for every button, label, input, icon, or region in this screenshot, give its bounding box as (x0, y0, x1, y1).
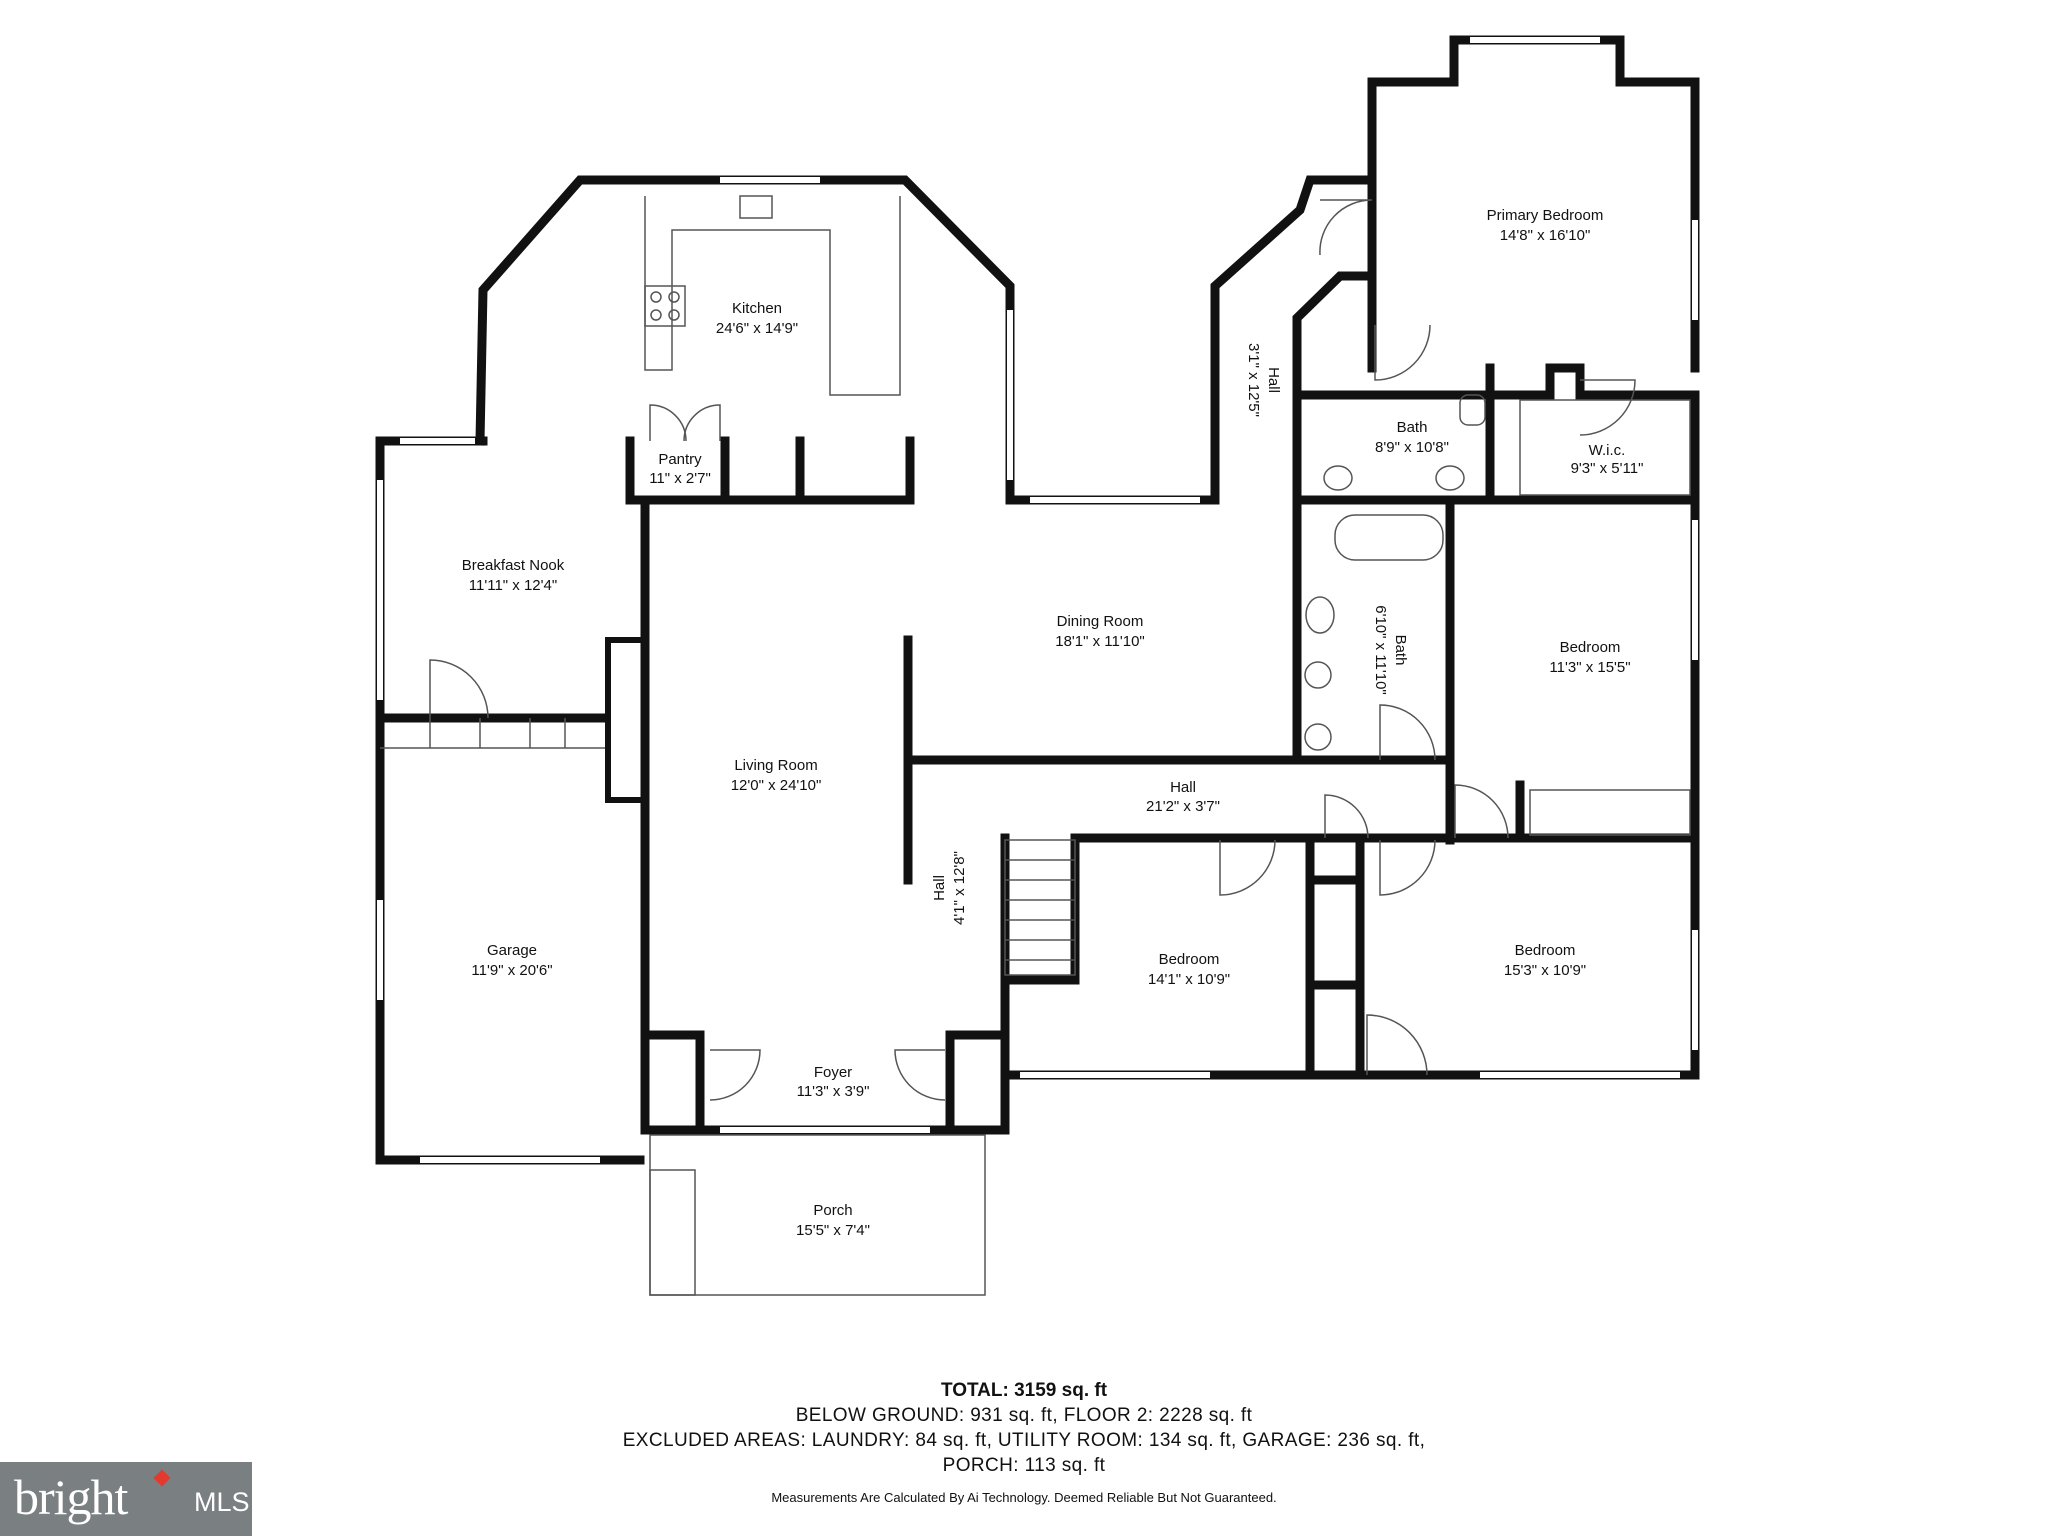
bed-m-name: Bedroom (1159, 951, 1220, 968)
summary-line-3: PORCH: 113 sq. ft (942, 1455, 1106, 1476)
room-labels: Kitchen 24'6" x 14'9" Pantry 11" x 2'7" … (462, 207, 1644, 1239)
foyer-dim: 11'3" x 3'9" (797, 1083, 870, 1100)
bed-se-name: Bedroom (1515, 942, 1576, 959)
pantry-name: Pantry (658, 451, 702, 468)
bed-e-name: Bedroom (1560, 639, 1621, 656)
logo-accent-icon (153, 1469, 171, 1487)
dining-name: Dining Room (1057, 613, 1144, 630)
garage-dim: 11'9" x 20'6" (471, 962, 552, 979)
primary-dim: 14'8" x 16'10" (1500, 227, 1591, 244)
hall-v-dim: 4'1" x 12'8" (951, 851, 968, 925)
kitchen-dim: 24'6" x 14'9" (716, 320, 798, 337)
bath2-dim: 6'10" x 11'10" (1372, 605, 1389, 695)
hall-main-name: Hall (1170, 779, 1196, 796)
wic-dim: 9'3" x 5'11" (1571, 460, 1644, 477)
wic-name: W.i.c. (1589, 442, 1626, 459)
logo-suffix: MLS (194, 1487, 250, 1517)
hall-v-name: Hall (931, 875, 948, 901)
summary-total: TOTAL: 3159 sq. ft (940, 1380, 1108, 1401)
porch-dim: 15'5" x 7'4" (796, 1222, 870, 1239)
bath1-name: Bath (1397, 419, 1428, 436)
foyer-name: Foyer (814, 1064, 852, 1081)
fixtures (377, 37, 1698, 1296)
nook-name: Breakfast Nook (462, 557, 565, 574)
bright-mls-logo: bright MLS (0, 1462, 252, 1536)
summary-line-1: BELOW GROUND: 931 sq. ft, FLOOR 2: 2228 … (795, 1405, 1253, 1426)
bed-e-dim: 11'3" x 15'5" (1549, 659, 1630, 676)
disclaimer: Measurements Are Calculated By Ai Techno… (771, 1490, 1277, 1505)
bath1-dim: 8'9" x 10'8" (1375, 439, 1449, 456)
dining-dim: 18'1" x 11'10" (1055, 633, 1145, 650)
kitchen-name: Kitchen (732, 300, 782, 317)
bed-m-dim: 14'1" x 10'9" (1148, 971, 1230, 988)
primary-name: Primary Bedroom (1487, 207, 1604, 224)
porch-name: Porch (813, 1202, 852, 1219)
hall-main-dim: 21'2" x 3'7" (1146, 798, 1220, 815)
living-name: Living Room (734, 757, 817, 774)
bath2-name: Bath (1392, 635, 1409, 666)
pantry-dim: 11" x 2'7" (649, 470, 711, 487)
summary-line-2: EXCLUDED AREAS: LAUNDRY: 84 sq. ft, UTIL… (622, 1430, 1426, 1451)
bed-se-dim: 15'3" x 10'9" (1504, 962, 1586, 979)
living-dim: 12'0" x 24'10" (731, 777, 822, 794)
hall-top-dim: 3'1" x 12'5" (1245, 343, 1262, 417)
garage-name: Garage (487, 942, 537, 959)
hall-top-name: Hall (1265, 367, 1282, 393)
logo-brand: bright (14, 1469, 128, 1525)
nook-dim: 11'11" x 12'4" (469, 577, 557, 594)
